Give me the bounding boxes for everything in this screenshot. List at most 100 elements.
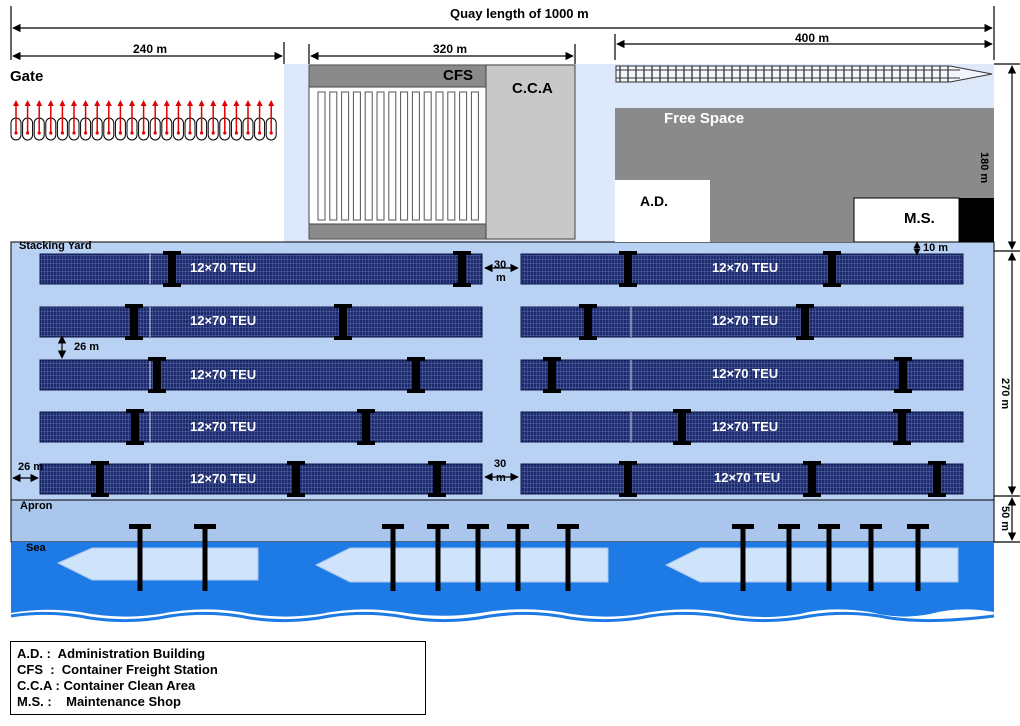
- quay-crane-leg: [740, 524, 746, 591]
- cca-label: C.C.A: [512, 80, 553, 97]
- cfs-bay: [341, 91, 350, 221]
- gate-arrow-head-icon: [163, 100, 170, 106]
- ship-1: [56, 547, 259, 581]
- quay-crane-leg: [435, 524, 441, 591]
- gate-arrow-head-icon: [129, 100, 135, 106]
- cfs-bay: [459, 91, 468, 221]
- dimension-lines: [10, 6, 1020, 543]
- stacking-yard-label: Stacking Yard: [19, 240, 92, 252]
- yard-crane-icon: [898, 409, 906, 445]
- block-label: 12×70 TEU: [712, 366, 779, 381]
- cfs-bay: [329, 91, 338, 221]
- gate-arrow-head-icon: [71, 100, 77, 106]
- yard-crane-beam: [357, 409, 375, 413]
- cfs-bay: [447, 91, 456, 221]
- yard-crane-icon: [933, 461, 941, 497]
- cfs-bay: [400, 91, 409, 221]
- yard-crane-beam: [163, 251, 181, 255]
- container-block: [520, 411, 964, 443]
- yard-crane-beam: [126, 441, 144, 445]
- ad-building: [615, 180, 710, 242]
- ship-3: [664, 547, 959, 583]
- yard-crane-beam: [893, 409, 911, 413]
- aisle-bottom-number: 30: [494, 458, 507, 470]
- yard-crane-beam: [453, 251, 471, 255]
- yard-crane-beam: [619, 461, 637, 465]
- block-label: 12×70 TEU: [190, 367, 257, 382]
- gate-booth-icon: [234, 131, 238, 135]
- apron: [10, 499, 995, 543]
- yard-crane-icon: [458, 251, 466, 287]
- apron-depth-label: 50 m: [999, 506, 1011, 532]
- yard-crane-icon: [801, 304, 809, 340]
- yard-crane-icon: [96, 461, 104, 497]
- yard-crane-beam: [91, 493, 109, 497]
- container-block: [520, 306, 964, 338]
- cfs-bay: [317, 91, 326, 221]
- yard-crane-icon: [292, 461, 300, 497]
- yard-crane-beam: [428, 461, 446, 465]
- legend: A.D. : Administration Building CFS : Con…: [10, 641, 426, 715]
- container-block: [39, 253, 483, 285]
- gate-booth-icon: [200, 131, 204, 135]
- quay-length-label: Quay length of 1000 m: [450, 6, 589, 21]
- free-space-label: Free Space: [664, 110, 745, 127]
- gate-booth-icon: [37, 131, 41, 135]
- container-block: [39, 463, 483, 495]
- gate-label: Gate: [10, 68, 44, 85]
- yard-crane-beam: [126, 409, 144, 413]
- gate-arrow-head-icon: [59, 100, 66, 106]
- cfs-inner: [308, 86, 488, 225]
- gate-arrow-head-icon: [82, 100, 89, 106]
- cfs-bay: [364, 91, 373, 221]
- yard-crane-beam: [543, 389, 561, 393]
- yard-crane-icon: [548, 357, 556, 393]
- yard-crane-beam: [125, 336, 143, 340]
- quay-crane-leg: [475, 524, 481, 591]
- gate-booth-icon: [72, 131, 76, 135]
- sea-label: Sea: [26, 542, 46, 554]
- cca-building: [485, 64, 576, 240]
- yard-crane-beam: [579, 336, 597, 340]
- quay-crane-leg: [202, 524, 208, 591]
- cfs-bays: [317, 91, 479, 221]
- gate-booth-icon: [269, 131, 273, 135]
- gate-booth-icon: [153, 131, 157, 135]
- gate-booth-icon: [60, 131, 64, 135]
- aisle-top-number: 30: [494, 259, 507, 271]
- gate-booth-icon: [95, 131, 99, 135]
- yard-crane-icon: [678, 409, 686, 445]
- gate-booth-icon: [84, 131, 88, 135]
- yard-crane-beam: [579, 304, 597, 308]
- yard-crane-icon: [153, 357, 161, 393]
- gate-arrow-head-icon: [210, 100, 217, 106]
- yard-crane-beam: [287, 493, 305, 497]
- yard-crane-beam: [894, 389, 912, 393]
- yard-crane-beam: [407, 357, 425, 361]
- yard-crane-beam: [803, 493, 821, 497]
- yard-crane-beam: [928, 461, 946, 465]
- gate-booth-icon: [258, 131, 262, 135]
- legend-item: M.S. : Maintenance Shop: [17, 694, 181, 709]
- container-blocks: [39, 253, 964, 495]
- yard-crane-icon: [584, 304, 592, 340]
- quay-crane-leg: [137, 524, 143, 591]
- gate-booth-icon: [188, 131, 192, 135]
- legend-item: C.C.A : Container Clean Area: [17, 678, 196, 693]
- yard-crane-icon: [433, 461, 441, 497]
- yard-crane-beam: [453, 283, 471, 287]
- edge-gap-label: 26 m: [18, 461, 44, 473]
- gate-booth-icon: [26, 131, 30, 135]
- gate-booth-icon: [223, 131, 227, 135]
- block-label: 12×70 TEU: [190, 313, 257, 328]
- container-block: [39, 359, 483, 391]
- gate-arrow-head-icon: [233, 100, 240, 106]
- gate-arrow-head-icon: [140, 100, 147, 106]
- yard-crane-icon: [624, 251, 632, 287]
- yard-crane-beam: [673, 441, 691, 445]
- cfs-bay: [435, 91, 444, 221]
- gate-booth-icon: [107, 131, 111, 135]
- cfs-bay: [423, 91, 432, 221]
- yard-crane-beam: [673, 409, 691, 413]
- yard-crane-beam: [287, 461, 305, 465]
